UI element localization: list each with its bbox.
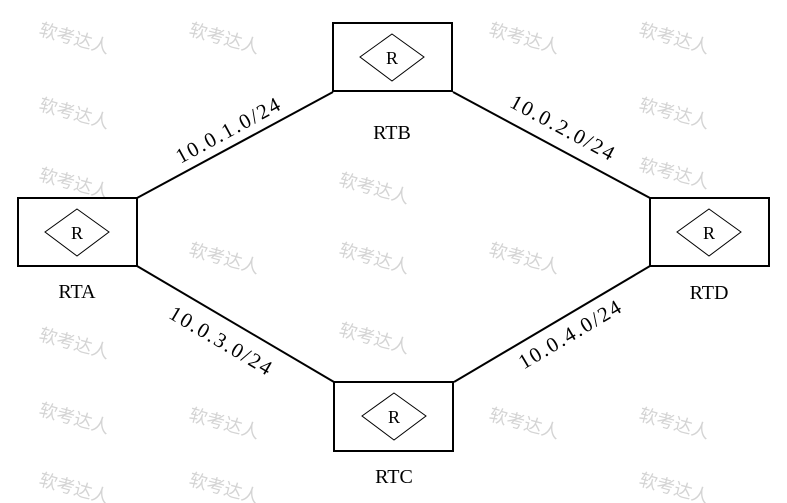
watermark-text: 软考达人 bbox=[37, 470, 112, 503]
watermark-text: 软考达人 bbox=[187, 240, 262, 279]
router-rtc: R RTC bbox=[333, 381, 454, 488]
router-icon bbox=[361, 392, 427, 441]
watermark-text: 软考达人 bbox=[637, 20, 712, 59]
watermark-text: 软考达人 bbox=[637, 470, 712, 503]
link-label-rtb-rtd: 10.0.2.0/24 bbox=[506, 90, 620, 167]
watermark-text: 软考达人 bbox=[487, 240, 562, 279]
watermark-text: 软考达人 bbox=[37, 20, 112, 59]
link-rta-rtc bbox=[136, 265, 335, 383]
router-icon bbox=[359, 33, 425, 82]
watermark-text: 软考达人 bbox=[637, 155, 712, 194]
link-rtb-rtd bbox=[452, 91, 651, 199]
router-label: RTA bbox=[58, 281, 96, 303]
router-rtd: R RTD bbox=[649, 197, 770, 304]
link-rtc-rtd bbox=[453, 265, 651, 383]
watermark-text: 软考达人 bbox=[337, 170, 412, 209]
watermark-text: 软考达人 bbox=[637, 95, 712, 134]
watermark-text: 软考达人 bbox=[187, 405, 262, 444]
watermark-text: 软考达人 bbox=[37, 325, 112, 364]
router-symbol: R bbox=[388, 407, 400, 427]
watermark-text: 软考达人 bbox=[187, 20, 262, 59]
link-label-rta-rtb: 10.0.1.0/24 bbox=[171, 91, 285, 168]
router-symbol: R bbox=[386, 48, 398, 68]
router-icon bbox=[44, 208, 110, 257]
watermark-text: 软考达人 bbox=[487, 405, 562, 444]
watermark-text: 软考达人 bbox=[337, 240, 412, 279]
router-icon bbox=[676, 208, 742, 257]
router-label: RTD bbox=[690, 282, 729, 304]
link-label-rta-rtc: 10.0.3.0/24 bbox=[165, 301, 278, 381]
watermark-text: 软考达人 bbox=[37, 95, 112, 134]
router-symbol: R bbox=[703, 223, 715, 243]
link-rta-rtb bbox=[136, 91, 334, 199]
router-rta: R RTA bbox=[17, 197, 138, 303]
watermark-text: 软考达人 bbox=[637, 405, 712, 444]
watermark-text: 软考达人 bbox=[487, 20, 562, 59]
watermark-text: 软考达人 bbox=[187, 470, 262, 503]
router-label: RTC bbox=[375, 466, 413, 488]
router-rtb: R RTB bbox=[332, 22, 453, 144]
watermark-text: 软考达人 bbox=[37, 400, 112, 439]
router-symbol: R bbox=[71, 223, 83, 243]
link-label-rtc-rtd: 10.0.4.0/24 bbox=[514, 294, 627, 374]
router-label: RTB bbox=[373, 122, 411, 144]
watermark-text: 软考达人 bbox=[337, 320, 412, 359]
